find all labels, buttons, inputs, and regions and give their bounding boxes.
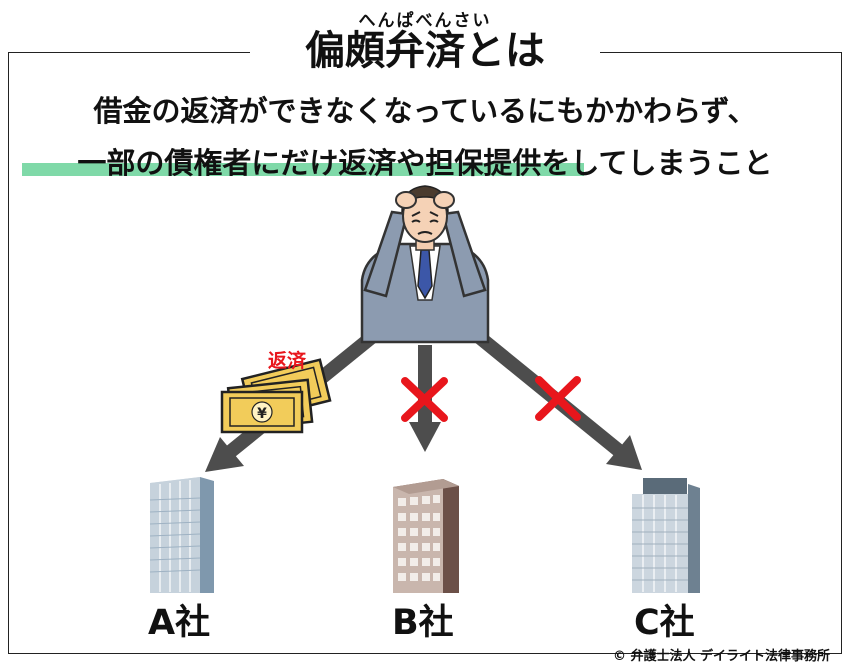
building-c-icon [632, 478, 700, 593]
page-title: 偏頗弁済とは [305, 28, 545, 74]
building-b-icon [393, 479, 459, 593]
description-line-2: 一部の債権者にだけ返済や担保提供をしてしまうこと [77, 146, 773, 180]
highlight-bar [22, 163, 584, 176]
arrow-to-b [409, 345, 441, 452]
building-a-icon [149, 477, 214, 593]
worried-man-icon [360, 185, 490, 344]
copyright-footer: © 弁護士法人 デイライト法律事務所 [612, 649, 830, 664]
cross-mark-c [535, 376, 581, 421]
company-c-label: C社 [634, 603, 695, 643]
yen-symbol: ¥ [257, 406, 267, 422]
payment-label: 返済 [268, 350, 307, 372]
company-a-label: A社 [148, 603, 211, 643]
description-line-1: 借金の返済ができなくなっているにもかかわらず、 [93, 94, 757, 128]
cross-mark-b [401, 377, 448, 422]
title-block: へんぱべんさい 偏頗弁済とは [250, 6, 600, 84]
money-bills-icon: ¥ [220, 358, 332, 434]
company-b-label: B社 [392, 603, 454, 643]
title-ruby: へんぱべんさい [358, 11, 492, 31]
